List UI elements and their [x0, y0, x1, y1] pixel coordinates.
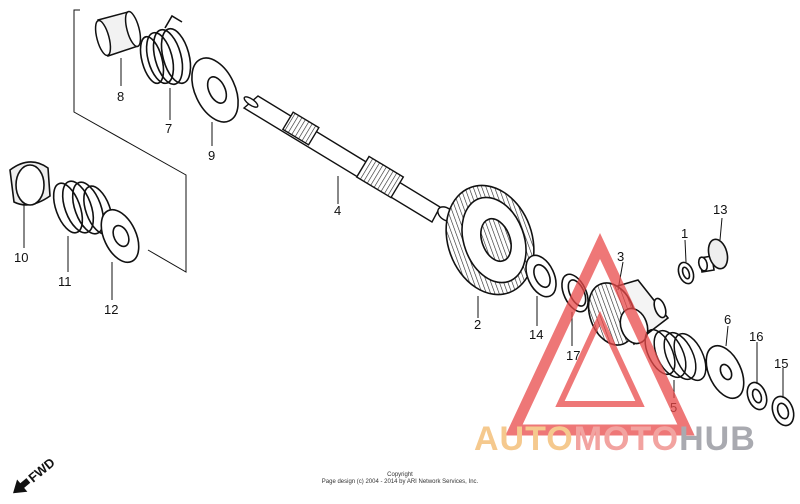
callout-13: 13 [713, 202, 727, 217]
callout-1: 1 [681, 226, 688, 241]
watermark-part-2: MOTO [573, 420, 680, 458]
callout-9: 9 [208, 148, 215, 163]
part-12-washer [100, 208, 140, 264]
copyright-line-1: Copyright [387, 472, 413, 478]
part-4-shaft [242, 95, 455, 223]
watermark-part-3: HUB [679, 420, 756, 458]
callout-4: 4 [334, 203, 341, 218]
part-8-collar [94, 10, 142, 57]
part-5-spring [644, 328, 707, 382]
copyright-line-2: Page design (c) 2004 - 2014 by ARI Netwo… [321, 479, 479, 485]
group-bracket [73, 9, 187, 273]
callout-7: 7 [165, 121, 172, 136]
part-1-o-ring [677, 261, 695, 285]
part-7-spring [139, 14, 192, 86]
callout-2: 2 [474, 317, 481, 332]
fwd-arrow-icon [13, 478, 31, 494]
callout-3: 3 [617, 249, 624, 264]
callout-11: 11 [58, 274, 72, 289]
leader-lines [23, 58, 784, 398]
callout-14: 14 [529, 327, 543, 342]
part-16-washer [746, 381, 768, 411]
part-2-gear [445, 184, 535, 296]
part-9-washer [191, 57, 239, 123]
watermark-logo: AUTOMOTOHUB [474, 420, 756, 459]
callout-17: 17 [566, 348, 580, 363]
callout-8: 8 [117, 89, 124, 104]
part-11-spring [52, 180, 113, 235]
callout-12: 12 [104, 302, 118, 317]
part-14-washer [525, 254, 557, 298]
callout-6: 6 [724, 312, 731, 327]
part-10-cap [9, 161, 51, 206]
part-13-bolt [697, 238, 729, 273]
callout-10: 10 [14, 250, 28, 265]
watermark-part-1: AUTO [474, 420, 574, 458]
callout-15: 15 [774, 356, 788, 371]
part-15-clip [771, 395, 795, 427]
watermark-triangle [505, 233, 695, 436]
callout-16: 16 [749, 329, 763, 344]
part-6-washer [705, 344, 745, 400]
